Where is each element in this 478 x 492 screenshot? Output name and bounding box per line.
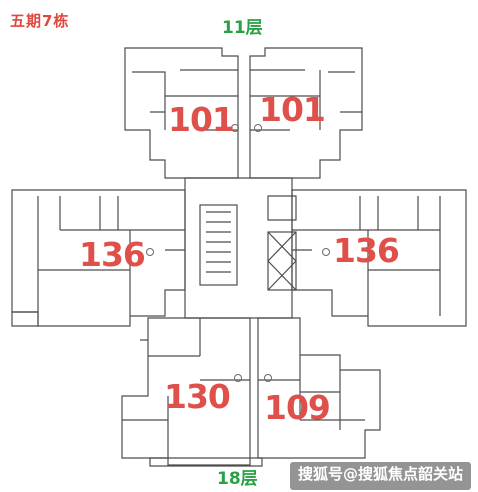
unit-outline-bottom-right-109: [257, 317, 381, 459]
building-title: 五期7栋: [10, 12, 70, 30]
floor-label-bottom: 18层: [217, 469, 258, 489]
watermark: 搜狐号@搜狐焦点韶关站: [290, 462, 472, 490]
unit-area-label: 101: [259, 90, 326, 129]
floor-label-top: 11层: [222, 18, 263, 38]
unit-area-label: 136: [79, 235, 146, 274]
unit-area-label: 136: [333, 231, 400, 270]
unit-area-label: 101: [168, 100, 235, 139]
unit-outline-top-left-101: [124, 47, 239, 179]
unit-area-label: 109: [264, 388, 331, 427]
core-outline: [184, 177, 293, 319]
unit-area-label: 130: [164, 377, 231, 416]
unit-outline-top-right-101: [249, 47, 363, 179]
